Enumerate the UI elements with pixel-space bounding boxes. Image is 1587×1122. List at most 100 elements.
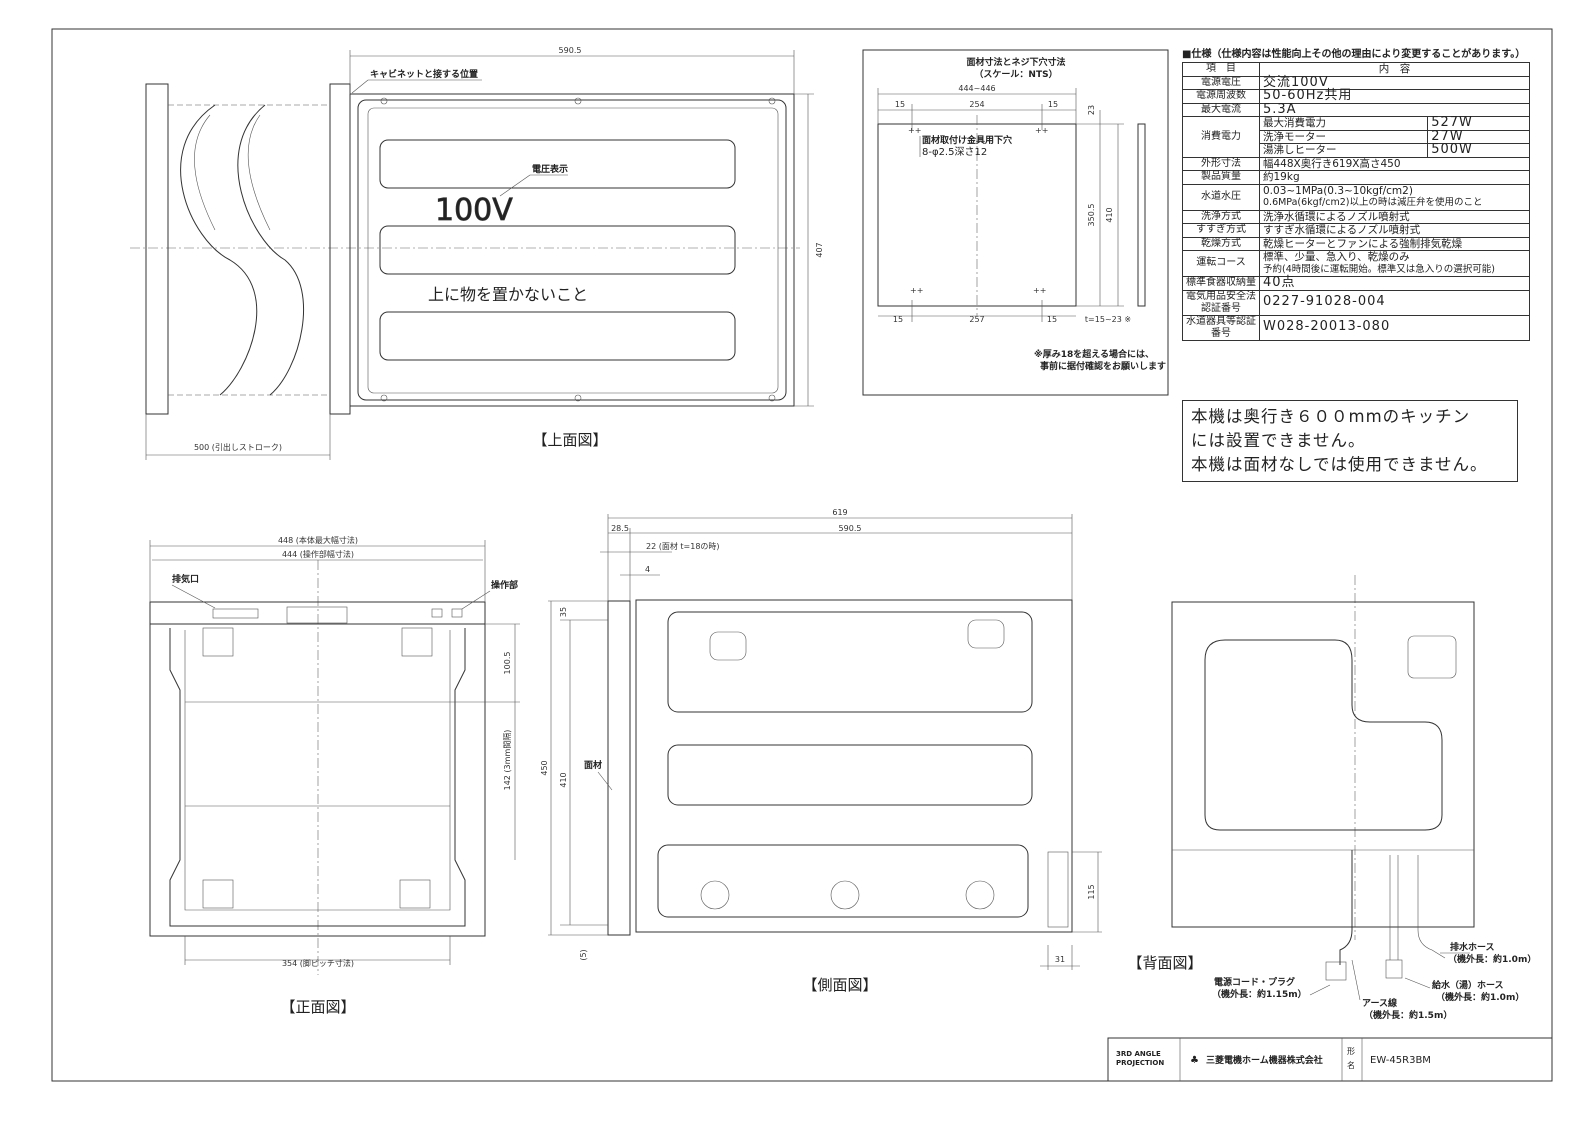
side-dim-22: 22 (面材 t=18の時) (646, 541, 720, 551)
panel-dim-bottom-mid: 257 (969, 315, 984, 324)
company-name: 三菱電機ホーム機器株式会社 (1206, 1054, 1323, 1066)
voltage-text: 100V (435, 193, 513, 228)
control-label: 操作部 (491, 579, 518, 591)
supply-hose-length: （機外長：約1.0m） (1436, 991, 1524, 1003)
spec-subkey: 湯沸しヒーター (1258, 143, 1429, 158)
spec-col-content: 内 容 (1259, 62, 1530, 77)
back-view-title: 【背面図】 (1127, 954, 1202, 972)
spec-key: 製品質量 (1182, 170, 1260, 185)
panel-dim-thickness: t=15~23 ※ (1085, 315, 1131, 324)
spec-key: 最大電流 (1182, 102, 1260, 117)
spec-value: 0227-91028-004 (1259, 289, 1530, 316)
hole-label-2: 8-φ2.5深さ12 (922, 146, 987, 158)
svg-text:++: ++ (908, 126, 921, 135)
panel-dim-bottom-left: 15 (893, 315, 903, 324)
front-dim-100: 100.5 (503, 652, 512, 675)
top-view: 590.5 407 500 (引出しストローク) キャビネットと接する位置 電圧… (130, 46, 824, 460)
spec-key: 乾燥方式 (1182, 236, 1260, 251)
panel-note-1: ※厚み18を超える場合には、 (1034, 348, 1154, 360)
spec-key: 電源電圧 (1182, 75, 1260, 90)
spec-key: すすぎ方式 (1182, 223, 1260, 238)
power-cord-label: 電源コード・プラグ (1214, 976, 1295, 988)
panel-dim-bottom-right: 15 (1047, 315, 1057, 324)
spec-value: 500W (1427, 143, 1530, 158)
model-label-2: 名 (1347, 1060, 1355, 1070)
spec-table: ■仕様（仕様内容は性能向上その他の理由により変更することがあります。） 項 目内… (1182, 45, 1530, 341)
spec-header: ■仕様（仕様内容は性能向上その他の理由により変更することがあります。） (1182, 49, 1526, 60)
spec-subkey: 最大消費電力 (1258, 116, 1429, 131)
spec-value: 50-60Hz共用 (1259, 89, 1530, 104)
drain-hose-label: 排水ホース (1450, 941, 1495, 953)
panel-dim-top-total: 444~446 (958, 84, 995, 93)
side-dim-5: (5) (579, 949, 588, 960)
side-dim-4: 4 (645, 565, 650, 574)
sheet-border (51, 28, 1553, 1082)
exhaust-label: 排気口 (172, 573, 199, 585)
panel-view: 面材寸法とネジ下穴寸法 （スケール：NTS） 444~446 15 254 15… (862, 49, 1169, 396)
spec-key: 電気用品安全法認証番号 (1182, 289, 1260, 316)
notice-line-2: には設置できません。 (1191, 431, 1366, 450)
panel-dim-top-right: 15 (1048, 100, 1058, 109)
spec-key: 洗浄方式 (1182, 209, 1260, 224)
spec-value: 40点 (1259, 276, 1530, 291)
front-dim-142: 142 (3mm間隔) (503, 730, 512, 791)
side-dim-115: 115 (1087, 884, 1096, 899)
spec-value: 527W (1427, 116, 1530, 131)
projection-2: PROJECTION (1116, 1059, 1164, 1067)
spec-value: すすぎ水循環によるノズル噴射式 (1259, 223, 1530, 238)
projection-1: 3RD ANGLE (1116, 1050, 1161, 1058)
panel-dim-right-top: 23 (1087, 105, 1096, 115)
front-dim-width-op: 444 (操作部幅寸法) (282, 549, 354, 559)
spec-subkey: 洗浄モーター (1258, 129, 1429, 144)
side-dim-450: 450 (540, 760, 549, 775)
side-view-title: 【側面図】 (802, 976, 877, 994)
back-view: 排水ホース （機外長：約1.0m） 給水（湯）ホース （機外長：約1.0m） 電… (1127, 575, 1536, 1021)
spec-value: 0.03~1MPa(0.3~10kgf/cm2) (1263, 184, 1413, 197)
hole-label-1: 面材取付け金具用下穴 (922, 134, 1012, 146)
power-cord-length: （機外長：約1.15m） (1212, 988, 1307, 1000)
svg-text:++: ++ (1033, 286, 1046, 295)
spec-value: 予約(4時間後に運転開始。標準又は急入りの選択可能) (1263, 263, 1495, 275)
model-label-1: 形 (1347, 1047, 1355, 1056)
spec-key: 水道器具等認証番号 (1182, 314, 1260, 341)
earth-wire-label: アース線 (1362, 997, 1397, 1009)
mitsubishi-logo-icon: ♣ (1190, 1055, 1199, 1066)
spec-key: 消費電力 (1182, 116, 1260, 158)
panel-dim-right-total: 410 (1105, 207, 1114, 222)
top-dim-depth: 590.5 (559, 46, 582, 55)
spec-key: 運転コース (1182, 250, 1260, 277)
spec-value: 乾燥ヒーターとファンによる強制排気乾燥 (1259, 236, 1530, 251)
top-view-title: 【上面図】 (532, 431, 607, 449)
cabinet-contact-label: キャビネットと接する位置 (370, 68, 478, 80)
spec-value: 洗浄水循環によるノズル噴射式 (1259, 209, 1530, 224)
side-dim-590: 590.5 (839, 524, 862, 533)
spec-value: 約19kg (1259, 170, 1530, 185)
supply-hose-label: 給水（湯）ホース (1432, 979, 1504, 991)
voltage-label: 電圧表示 (532, 163, 568, 175)
side-dim-total: 619 (832, 508, 847, 517)
spec-key: 水道水圧 (1182, 183, 1260, 211)
side-dim-28: 28.5 (611, 524, 629, 533)
spec-value: 標準、少量、急入り、乾燥のみ (1263, 251, 1410, 263)
model-number: EW-45R3BM (1370, 1055, 1431, 1066)
drain-hose-length: （機外長：約1.0m） (1448, 953, 1536, 965)
side-dim-410: 410 (559, 772, 568, 787)
notice-box: 本機は奥行き６００mmのキッチン には設置できません。 本機は面材なしでは使用で… (1182, 400, 1518, 482)
warning-text: 上に物を置かないこと (428, 285, 588, 304)
panel-dim-top-left: 15 (895, 100, 905, 109)
panel-title-2: （スケール：NTS） (974, 69, 1057, 80)
earth-wire-length: （機外長：約1.5m） (1364, 1009, 1452, 1021)
panel-label: 面材 (584, 759, 602, 771)
side-view: 619 28.5 590.5 22 (面材 t=18の時) 4 35 450 4… (540, 508, 1102, 994)
front-view: 354 (脚ピッチ寸法) 448 (本体最大幅寸法) 444 (操作部幅寸法) … (149, 535, 520, 1016)
notice-line-1: 本機は奥行き６００mmのキッチン (1191, 407, 1471, 426)
notice-line-3: 本機は面材なしでは使用できません。 (1191, 455, 1488, 474)
panel-dim-top-mid: 254 (969, 100, 984, 109)
spec-value: 幅448X奥行き619X高さ450 (1259, 156, 1530, 171)
panel-dim-right-mid: 350.5 (1087, 204, 1096, 227)
panel-title-1: 面材寸法とネジ下穴寸法 (966, 56, 1065, 68)
top-dim-width: 407 (815, 242, 824, 257)
side-dim-31: 31 (1055, 955, 1065, 964)
spec-value: 5.3A (1259, 102, 1530, 117)
spec-value: W028-20013-080 (1259, 314, 1530, 341)
